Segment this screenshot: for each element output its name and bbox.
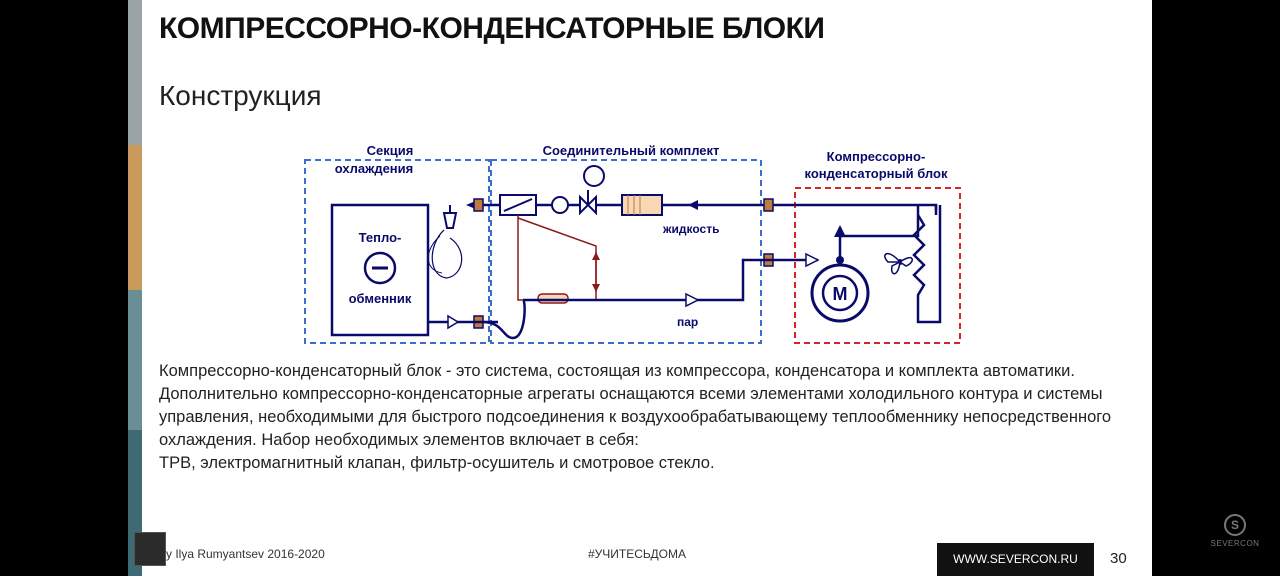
watermark-logo-icon: S xyxy=(1224,514,1246,536)
slide-subtitle: Конструкция xyxy=(159,80,322,111)
footer-author: y Ilya Rumyantsev 2016-2020 xyxy=(166,547,325,561)
ccu-section-box xyxy=(794,187,961,344)
capillary-line xyxy=(517,217,597,300)
connection-kit-label: Соединительный комплект xyxy=(543,143,720,158)
slide: КОМПРЕССОРНО-КОНДЕНСАТОРНЫЕ БЛОКИ Констр… xyxy=(128,0,1152,576)
coupling-right-top xyxy=(763,198,774,212)
watermark-text: SEVERCON xyxy=(1210,539,1260,548)
connection-kit-box xyxy=(490,159,762,344)
condenser-coil xyxy=(912,205,942,324)
ccu-label-2: конденсаторный блок xyxy=(805,166,948,181)
liquid-label: жидкость xyxy=(662,222,719,236)
body-text: Компрессорно-конденсаторный блок - это с… xyxy=(159,360,1134,475)
pressure-sensor xyxy=(537,293,569,304)
sight-glass xyxy=(551,196,569,214)
ccu-label-1: Компрессорно- xyxy=(827,149,926,164)
equalizer-line xyxy=(517,215,558,301)
discharge-line xyxy=(838,205,920,240)
vapor-arrow-right xyxy=(805,252,820,268)
footer-hashtag: #УЧИТЕСЬДОМА xyxy=(588,547,686,561)
vapor-arrow xyxy=(685,292,700,308)
paragraph-definition: Компрессорно-конденсаторный блок - это с… xyxy=(159,362,1075,380)
cooling-section-label-2: охлаждения xyxy=(335,161,413,176)
severcon-logo xyxy=(134,532,166,566)
accent-stripe-3 xyxy=(128,290,142,430)
heat-exchanger-label-2: обменник xyxy=(349,291,412,306)
paragraph-elements: ТРВ, электромагнитный клапан, фильтр-осу… xyxy=(159,454,715,472)
cooling-section-label-1: Секция xyxy=(367,143,414,158)
video-watermark: S SEVERCON xyxy=(1210,514,1260,548)
txv-bulb xyxy=(442,212,458,229)
motor-label: M xyxy=(833,284,848,304)
cooling-section-box xyxy=(304,159,490,344)
suction-loop xyxy=(482,258,818,340)
vapor-label: пар xyxy=(677,315,698,329)
suction-arrow-left xyxy=(447,314,460,330)
liquid-line xyxy=(478,203,938,215)
motor xyxy=(821,274,859,312)
page-number: 30 xyxy=(1110,550,1127,567)
discharge-arrow xyxy=(834,225,846,237)
heat-exchanger-label-1: Тепло- xyxy=(359,230,402,245)
accent-stripe-1 xyxy=(128,0,142,145)
footer-website[interactable]: WWW.SEVERCON.RU xyxy=(937,543,1094,576)
fan-icon xyxy=(884,252,913,275)
refrigeration-diagram: Секция охлаждения Соединительный комплек… xyxy=(304,143,961,344)
filter-drier xyxy=(621,194,663,216)
coupling-left-top xyxy=(473,198,484,212)
solenoid-coil xyxy=(583,165,605,187)
slide-title: КОМПРЕССОРНО-КОНДЕНСАТОРНЫЕ БЛОКИ xyxy=(159,12,825,45)
liquid-arrow-mid xyxy=(688,200,698,210)
paragraph-details: Дополнительно компрессорно-конденсаторны… xyxy=(159,385,1112,449)
accent-stripe-2 xyxy=(128,145,142,290)
